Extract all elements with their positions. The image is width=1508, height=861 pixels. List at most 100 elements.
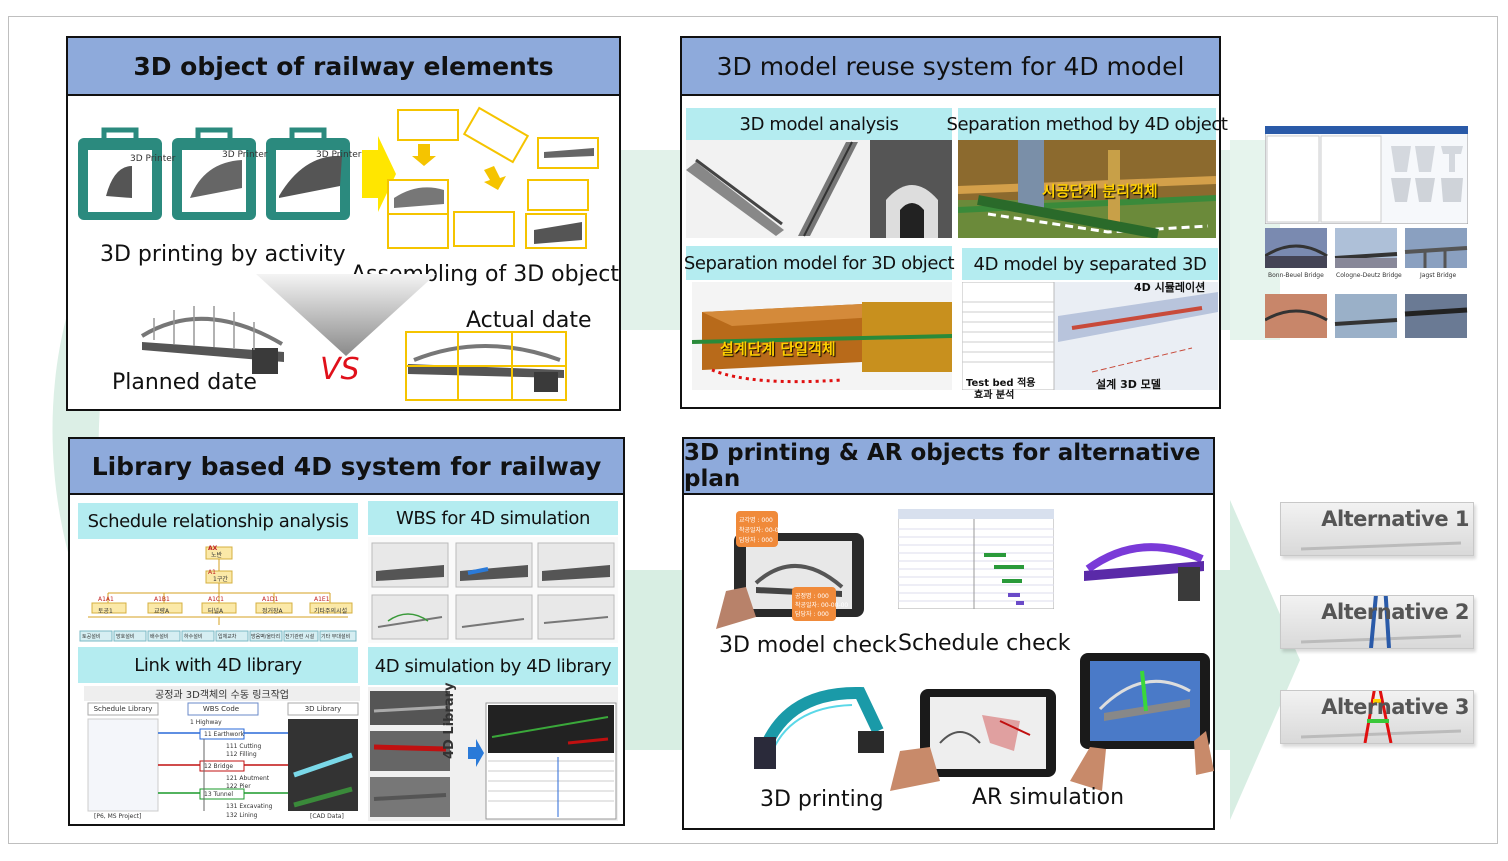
tree-leaf-2: 방호설비 [116,634,135,640]
4d-library-vertical-label: 4D Library [442,682,457,759]
link-foot-p6: [P6, MS Project] [94,813,142,820]
ko-effect-analysis: 효과 분석 [974,390,1015,401]
label-planned-date: Planned date [112,370,257,395]
down-arrow [256,274,436,356]
vs-label: VS [320,352,360,387]
purple-bridge-image [1084,543,1204,601]
panel-3d-printing-ar: 3D printing & AR objects for alternative… [682,437,1215,830]
bridge-caption-jagst: Jagst Bridge [1420,272,1457,279]
link-caption: 공정과 3D객체의 수동 링크작업 [84,686,360,701]
label-schedule-check: Schedule check [898,631,1071,656]
ko-construction-separated: 시공단계 분리객체 [1042,182,1158,200]
alternative-1-bridge [1300,541,1462,551]
3d-printed-arch-image [754,686,884,769]
link-item-4: 112 Filling [226,751,257,758]
link-item-9: 131 Excavating [226,803,273,810]
alternative-3-label: Alternative 3 [1321,695,1469,719]
sub-4d-simulation-library: 4D simulation by 4D library [368,647,618,685]
sub-link-4d-library: Link with 4D library [78,647,358,683]
link-item-8: 13 Tunnel [204,791,234,798]
label-ar-simulation: AR simulation [972,785,1125,810]
link-diagram: 공정과 3D객체의 수동 링크작업 Schedule Library WBS C… [84,685,360,821]
tree-leaf-1: 토공설비 [82,634,101,640]
tree-leaf-5: 입체교차 [218,634,237,640]
tree-mid-1: 토공1 [98,608,113,615]
link-item-6: 121 Abutment [226,775,270,782]
ar-callout-1-l1: 교각명 : 000 [739,517,773,524]
tree-ax: AX [208,545,218,552]
printer-text-1: 3D Printer [130,154,176,164]
panel-title: 3D object of railway elements [68,38,619,96]
4d-simulation-image [368,687,618,821]
link-head-wbs: WBS Code [202,705,240,713]
tree-mid-3: 터널A [208,608,224,615]
ar-callout-2-l2: 착공일자: 00-00-00 [795,602,849,609]
link-item-7: 122 Pier [226,783,251,790]
tree-root: 노반 [211,552,223,559]
separation-model-image [692,282,952,390]
sub-wbs-4d-simulation: WBS for 4D simulation [368,501,618,535]
ar-callout-1 [736,511,778,547]
ar-callout-2-l1: 공정명 : 000 [795,593,829,600]
tree-level1: 1구간 [213,576,228,583]
panel-title: 3D model reuse system for 4D model [682,38,1219,96]
tree-mid-code-5: A1E1 [314,596,330,603]
ko-design-single: 설계단계 단일객체 [720,340,836,358]
bridge-caption-cologne: Cologne-Deutz Bridge [1336,272,1402,279]
panel-3d-object-railway: 3D object of railway elements 3D Printer… [66,36,621,411]
label-3d-printing-by-activity: 3D printing by activity [100,242,346,267]
schedule-gantt-image [898,509,1054,609]
bridge-photos [1265,228,1468,338]
tree-leaf-7: 전기관련 시설 [285,634,315,640]
ar-callout-1-l2: 착공일자: 00-00-00 [739,527,793,534]
planned-bridge-image [140,306,284,374]
alternative-3-card: Alternative 3 [1280,690,1474,744]
tree-leaf-6: 방음벽/울타리 [251,634,281,640]
tree-mid-5: 기타주의시설 [314,608,348,615]
label-3d-printing: 3D printing [760,787,884,812]
alternative-2-bridge [1300,596,1462,648]
figure-frame [8,16,1498,844]
ko-design-3d-model: 설계 3D 모델 [1096,378,1161,391]
library-software-screenshot [1265,126,1468,224]
separation-method-image [958,140,1216,238]
ko-test-bed: Test bed 적용 [966,378,1036,389]
schedule-tree-diagram [78,541,358,645]
sub-separation-model: Separation model for 3D object [684,246,955,280]
link-item-5: 12 Bridge [204,763,234,770]
3d-printer-icons [78,127,358,226]
tree-leaf-8: 기타 부대설비 [321,634,351,640]
actual-bridge-image [405,331,567,401]
alternative-2-label: Alternative 2 [1321,600,1469,624]
link-head-3d: 3D Library [304,705,342,713]
sub-4d-model-separated: 4D model by separated 3D [962,248,1218,280]
tree-mid-4: 정거장A [262,608,283,615]
tree-mid-code-4: A1D1 [262,596,279,603]
sub-3d-model-analysis: 3D model analysis [686,108,952,140]
link-foot-cad: [CAD Data] [310,813,344,820]
link-item-3: 111 Cutting [226,743,262,750]
tree-a1: A1 [208,569,216,576]
link-arrows [87,702,359,812]
printer-text-3: 3D Printer [316,150,362,160]
sub-schedule-relationship: Schedule relationship analysis [78,503,358,539]
link-item-10: 132 Lining [226,812,258,819]
tree-mid-2: 교량A [154,608,170,615]
tree-leaf-4: 하수설비 [184,634,203,640]
panel-title: Library based 4D system for railway [70,439,623,495]
label-3d-model-check: 3D model check [719,633,897,658]
ar-callout-2 [792,587,836,621]
alternative-1-label: Alternative 1 [1321,507,1469,531]
bridge-caption-bonn: Bonn-Beuel Bridge [1268,272,1324,279]
tree-mid-code-1: A1A1 [98,596,114,603]
link-item-2: 11 Earthwork [204,731,245,738]
ar-callout-2-l3: 담당자 : 000 [795,611,829,618]
4d-model-image [962,282,1218,390]
tree-mid-code-2: A1B1 [154,596,170,603]
alternative-3-bridge [1300,691,1462,743]
link-item-1: 1 Highway [190,719,222,726]
ko-4d-simulation: 4D 시뮬레이션 [1134,281,1206,294]
panel-title: 3D printing & AR objects for alternative… [684,439,1213,495]
ar-callout-1-l3: 담당자 : 000 [739,537,773,544]
link-head-schedule: Schedule Library [93,705,153,713]
